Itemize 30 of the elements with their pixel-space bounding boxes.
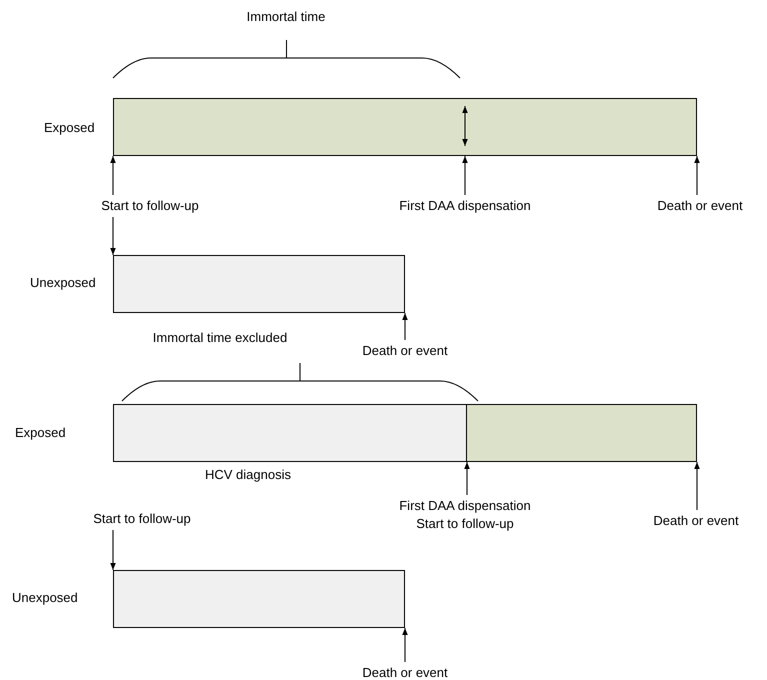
event-label: First DAA dispensation: [399, 497, 531, 515]
event-label: First DAA dispensation: [399, 197, 531, 215]
timeline-bar: [113, 98, 697, 156]
timeline-bar: [467, 404, 697, 462]
event-label: Start to follow-up: [101, 197, 199, 215]
event-label: Start to follow-up: [93, 510, 191, 528]
arrow: [462, 156, 468, 196]
arrow: [402, 628, 408, 662]
bracket-label: Immortal time excluded: [152, 329, 288, 347]
row-label: Unexposed: [30, 274, 96, 292]
arrow: [694, 156, 700, 196]
arrow: [464, 462, 470, 496]
event-label: Death or event: [653, 512, 739, 530]
row-label: Exposed: [15, 424, 66, 442]
arrow: [110, 156, 116, 196]
event-label: Death or event: [362, 664, 448, 680]
timeline-bar: [113, 255, 405, 313]
event-label: HCV diagnosis: [205, 466, 291, 484]
timeline-bar: [113, 570, 405, 628]
arrow: [110, 530, 116, 570]
row-label: Unexposed: [12, 589, 78, 607]
timeline-bar: [113, 404, 467, 462]
event-label: Start to follow-up: [415, 515, 515, 533]
event-label: Death or event: [657, 197, 743, 215]
bracket-label: Immortal time: [246, 8, 326, 26]
arrow: [694, 462, 700, 510]
arrow: [110, 216, 116, 256]
event-label: Death or event: [362, 342, 448, 360]
row-label: Exposed: [44, 119, 95, 137]
arrow: [402, 312, 408, 340]
